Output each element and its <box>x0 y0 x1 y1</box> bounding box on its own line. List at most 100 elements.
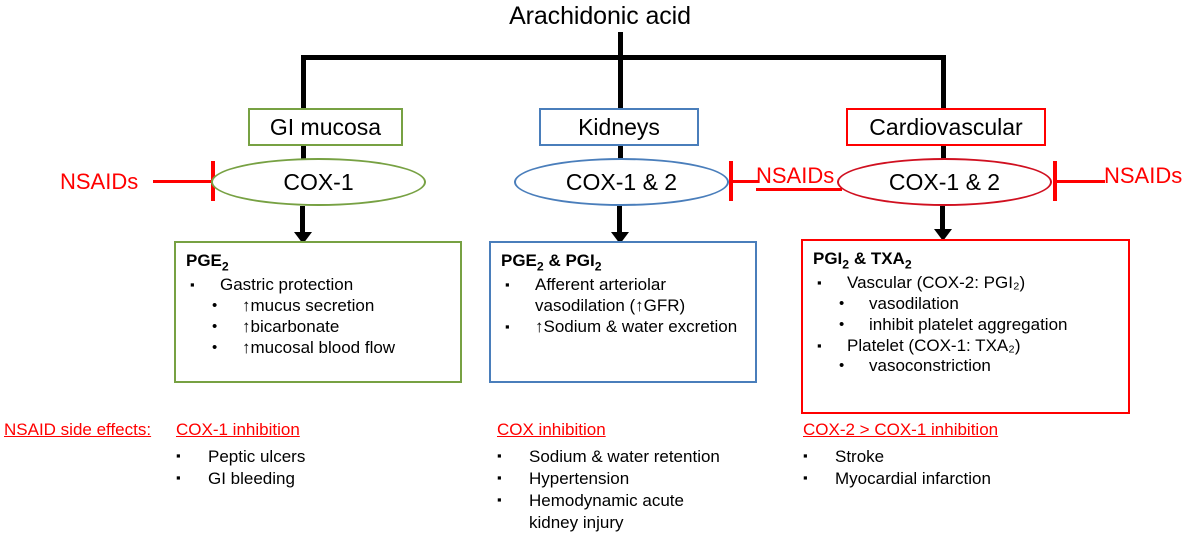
enzyme-label-cardiovascular: COX-1 & 2 <box>888 168 1001 195</box>
side-effect-label: GI bleeding <box>208 469 295 489</box>
effect-item-label: Platelet (COX-1: TXA₂) <box>847 335 1021 355</box>
square-bullet-icon: ▪ <box>505 277 510 293</box>
side-effect-label: Myocardial infarction <box>835 469 991 489</box>
effect-box-cardiovascular: PGI2 & TXA2 ▪ Vascular (COX-2: PGI₂) • v… <box>801 239 1130 414</box>
effect-title-sub: 2 <box>536 259 544 274</box>
effect-box-title-cardiovascular: PGI2 & TXA2 <box>813 249 1118 271</box>
effect-item-label: vasoconstriction <box>869 356 991 376</box>
effect-title-text: PGE <box>186 251 222 270</box>
effect-box-gi: PGE2 ▪ Gastric protection • ↑mucus secre… <box>174 241 462 383</box>
side-effect-item: ▪ Sodium & water retention <box>497 446 797 468</box>
effect-item: • ↑bicarbonate <box>212 317 450 338</box>
branch-drop-line-kidneys <box>618 55 623 109</box>
organ-label-cardiovascular: Cardiovascular <box>869 113 1023 140</box>
side-effects-heading-gi: COX-1 inhibition <box>176 420 300 439</box>
effect-item-label: Gastric protection <box>220 275 354 295</box>
effect-item: • vasoconstriction <box>839 356 1118 377</box>
arrow-shaft-cardiovascular <box>940 206 945 231</box>
effect-item: • ↑mucus secretion <box>212 296 450 317</box>
side-effect-item: ▪ Hypertension <box>497 468 797 490</box>
square-bullet-icon: ▪ <box>497 492 502 508</box>
effect-item-label: ↑bicarbonate <box>242 316 340 336</box>
square-bullet-icon: ▪ <box>803 470 808 486</box>
organ-label-kidneys: Kidneys <box>578 113 660 140</box>
effect-item: ▪ Platelet (COX-1: TXA₂) <box>817 336 1118 357</box>
square-bullet-icon: ▪ <box>176 470 181 486</box>
effect-item: ▪ Gastric protection <box>190 275 450 296</box>
effect-item-label: ↑Sodium & water excretion <box>535 316 738 336</box>
round-bullet-icon: • <box>839 295 845 313</box>
side-effects-heading-cardiovascular: COX-2 > COX-1 inhibition <box>803 420 999 439</box>
side-effect-item: ▪ Peptic ulcers <box>176 446 436 468</box>
enzyme-label-kidneys: COX-1 & 2 <box>565 168 678 195</box>
diagram-title: Arachidonic acid <box>509 2 691 30</box>
nsaid-line-kidneys <box>729 180 759 183</box>
connector-gi-organ-to-enzyme <box>301 146 306 166</box>
enzyme-ellipse-cox1-gi[interactable]: COX-1 <box>211 158 426 206</box>
trunk-vertical-line <box>618 32 623 57</box>
side-effects-column-gi: COX-1 inhibition ▪ Peptic ulcers ▪ GI bl… <box>176 420 436 490</box>
round-bullet-icon: • <box>212 338 218 356</box>
effect-item-label: ↑mucosal blood flow <box>242 337 396 357</box>
side-effect-label: Hypertension <box>529 469 630 489</box>
enzyme-ellipse-cox12-kidneys[interactable]: COX-1 & 2 <box>514 158 729 206</box>
side-effects-heading-kidneys: COX inhibition <box>497 420 606 439</box>
nsaid-line-gi <box>153 180 213 183</box>
nsaid-label-kidneys[interactable]: NSAIDs <box>756 163 835 188</box>
branch-drop-line-gi <box>301 55 306 109</box>
square-bullet-icon: ▪ <box>817 275 822 291</box>
effect-title-text-2: & TXA <box>849 249 905 268</box>
effect-box-title-kidneys: PGE2 & PGI2 <box>501 251 745 273</box>
side-effect-label: Peptic ulcers <box>208 447 306 466</box>
round-bullet-icon: • <box>839 315 845 333</box>
effect-item-label: inhibit platelet aggregation <box>869 314 1068 334</box>
connector-cardiovascular-organ-to-enzyme <box>941 146 946 166</box>
connector-kidneys-organ-to-enzyme <box>618 146 623 166</box>
enzyme-ellipse-cox12-cardiovascular[interactable]: COX-1 & 2 <box>837 158 1052 206</box>
nsaid-underline-kidneys <box>756 188 842 191</box>
side-effect-item: ▪ Hemodynamic acute kidney injury <box>497 490 797 534</box>
arrow-shaft-gi <box>300 206 305 234</box>
effect-title-sub: 2 <box>221 259 229 274</box>
effect-item: ▪ ↑Sodium & water excretion <box>505 317 745 338</box>
effect-title-text: PGI <box>813 249 843 268</box>
round-bullet-icon: • <box>212 297 218 315</box>
side-effect-item: ▪ Myocardial infarction <box>803 468 1133 490</box>
effect-title-text-2: & PGI <box>543 251 595 270</box>
organ-label-gi-mucosa: GI mucosa <box>269 113 382 140</box>
effect-item: • vasodilation <box>839 294 1118 315</box>
square-bullet-icon: ▪ <box>505 318 510 334</box>
effect-item-label: Vascular (COX-2: PGI₂) <box>847 273 1026 293</box>
square-bullet-icon: ▪ <box>803 448 808 463</box>
trunk-horizontal-line <box>301 55 946 60</box>
effect-item: ▪ Afferent arteriolar vasodilation (↑GFR… <box>505 275 745 316</box>
round-bullet-icon: • <box>212 317 218 335</box>
branch-drop-line-cardiovascular <box>941 55 946 109</box>
effect-title-sub-2: 2 <box>594 259 602 274</box>
nsaid-label-gi[interactable]: NSAIDs <box>60 169 139 194</box>
effect-item-label: vasodilation <box>869 294 959 314</box>
square-bullet-icon: ▪ <box>817 337 822 353</box>
square-bullet-icon: ▪ <box>497 448 502 463</box>
side-effect-item: ▪ Stroke <box>803 446 1133 468</box>
effect-title-text: PGE <box>501 251 537 270</box>
organ-box-gi-mucosa[interactable]: GI mucosa <box>248 108 403 146</box>
nsaid-label-cardiovascular[interactable]: NSAIDs <box>1104 163 1183 188</box>
effect-item-label: Afferent arteriolar vasodilation (↑GFR) <box>535 275 686 316</box>
square-bullet-icon: ▪ <box>497 470 502 486</box>
organ-box-kidneys[interactable]: Kidneys <box>539 108 699 146</box>
effect-item: ▪ Vascular (COX-2: PGI₂) <box>817 273 1118 294</box>
side-effect-label: Sodium & water retention <box>529 447 720 466</box>
nsaid-side-effects-label: NSAID side effects: <box>4 420 152 439</box>
side-effect-item: ▪ GI bleeding <box>176 468 436 490</box>
square-bullet-icon: ▪ <box>176 448 181 463</box>
effect-box-kidneys: PGE2 & PGI2 ▪ Afferent arteriolar vasodi… <box>489 241 757 383</box>
arrow-shaft-kidneys <box>617 206 622 234</box>
organ-box-cardiovascular[interactable]: Cardiovascular <box>846 108 1046 146</box>
effect-box-title-gi: PGE2 <box>186 251 450 273</box>
square-bullet-icon: ▪ <box>190 277 195 293</box>
side-effect-label: Hemodynamic acute kidney injury <box>529 491 684 533</box>
effect-item-label: ↑mucus secretion <box>242 296 375 316</box>
arrow-head-cardiovascular <box>934 229 952 241</box>
